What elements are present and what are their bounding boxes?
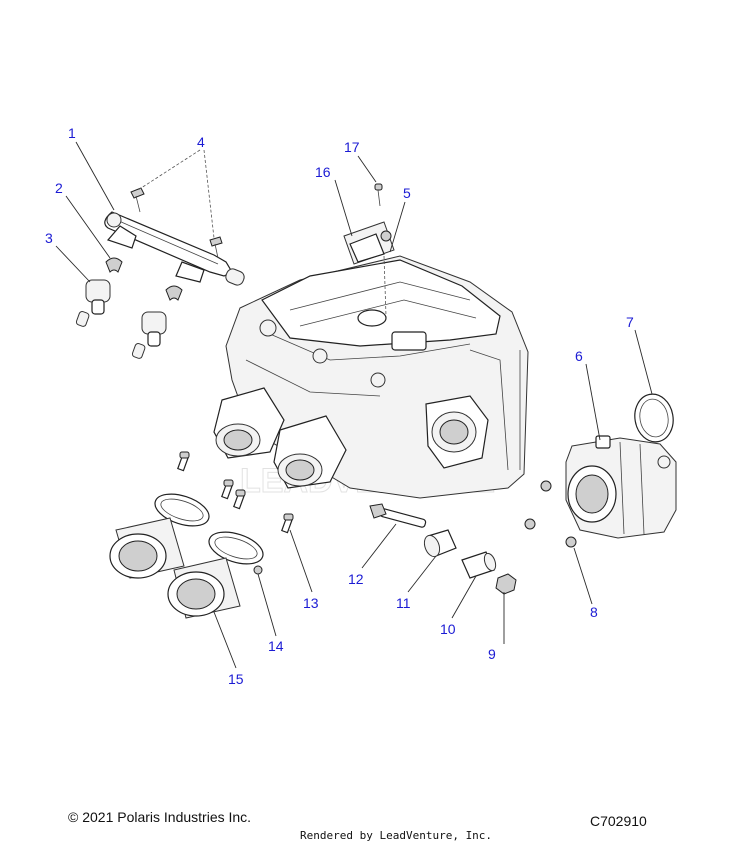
rendered-by-text: Rendered by LeadVenture, Inc.	[300, 829, 493, 842]
throttle-body-bolts	[524, 480, 577, 548]
hose-clamps	[154, 493, 264, 575]
callout-7: 7	[626, 314, 634, 330]
manifold-bolts	[177, 451, 294, 534]
callout-3: 3	[45, 230, 53, 246]
callout-2: 2	[55, 180, 63, 196]
map-sensor	[343, 183, 395, 265]
intake-boots	[109, 517, 241, 619]
callout-6: 6	[575, 348, 583, 364]
callout-1: 1	[68, 125, 76, 141]
callout-11: 11	[396, 595, 411, 611]
fuel-rail-screws	[130, 187, 223, 259]
callout-16: 16	[315, 164, 331, 180]
callout-labels: 1 2 3 4 5 6 7 8 9 10 11 12 13 14 15 16 1…	[45, 125, 634, 687]
copyright-text: © 2021 Polaris Industries Inc.	[68, 809, 252, 825]
callout-4: 4	[197, 134, 205, 150]
callout-15: 15	[228, 671, 244, 687]
callout-9: 9	[488, 646, 496, 662]
callout-5: 5	[403, 185, 411, 201]
throttle-body	[565, 435, 677, 539]
fuel-rail	[104, 211, 245, 286]
callout-8: 8	[590, 604, 598, 620]
mounting-hardware	[369, 503, 517, 595]
callout-17: 17	[344, 139, 360, 155]
leader-lines	[55, 141, 653, 669]
throttle-body-gasket	[634, 393, 674, 443]
callout-12: 12	[348, 571, 364, 587]
fuel-injectors	[75, 279, 167, 359]
intake-manifold	[213, 255, 529, 499]
callout-10: 10	[440, 621, 456, 637]
callout-14: 14	[268, 638, 284, 654]
callout-13: 13	[303, 595, 319, 611]
diagram-id: C702910	[590, 813, 647, 829]
injector-clips	[105, 257, 183, 301]
